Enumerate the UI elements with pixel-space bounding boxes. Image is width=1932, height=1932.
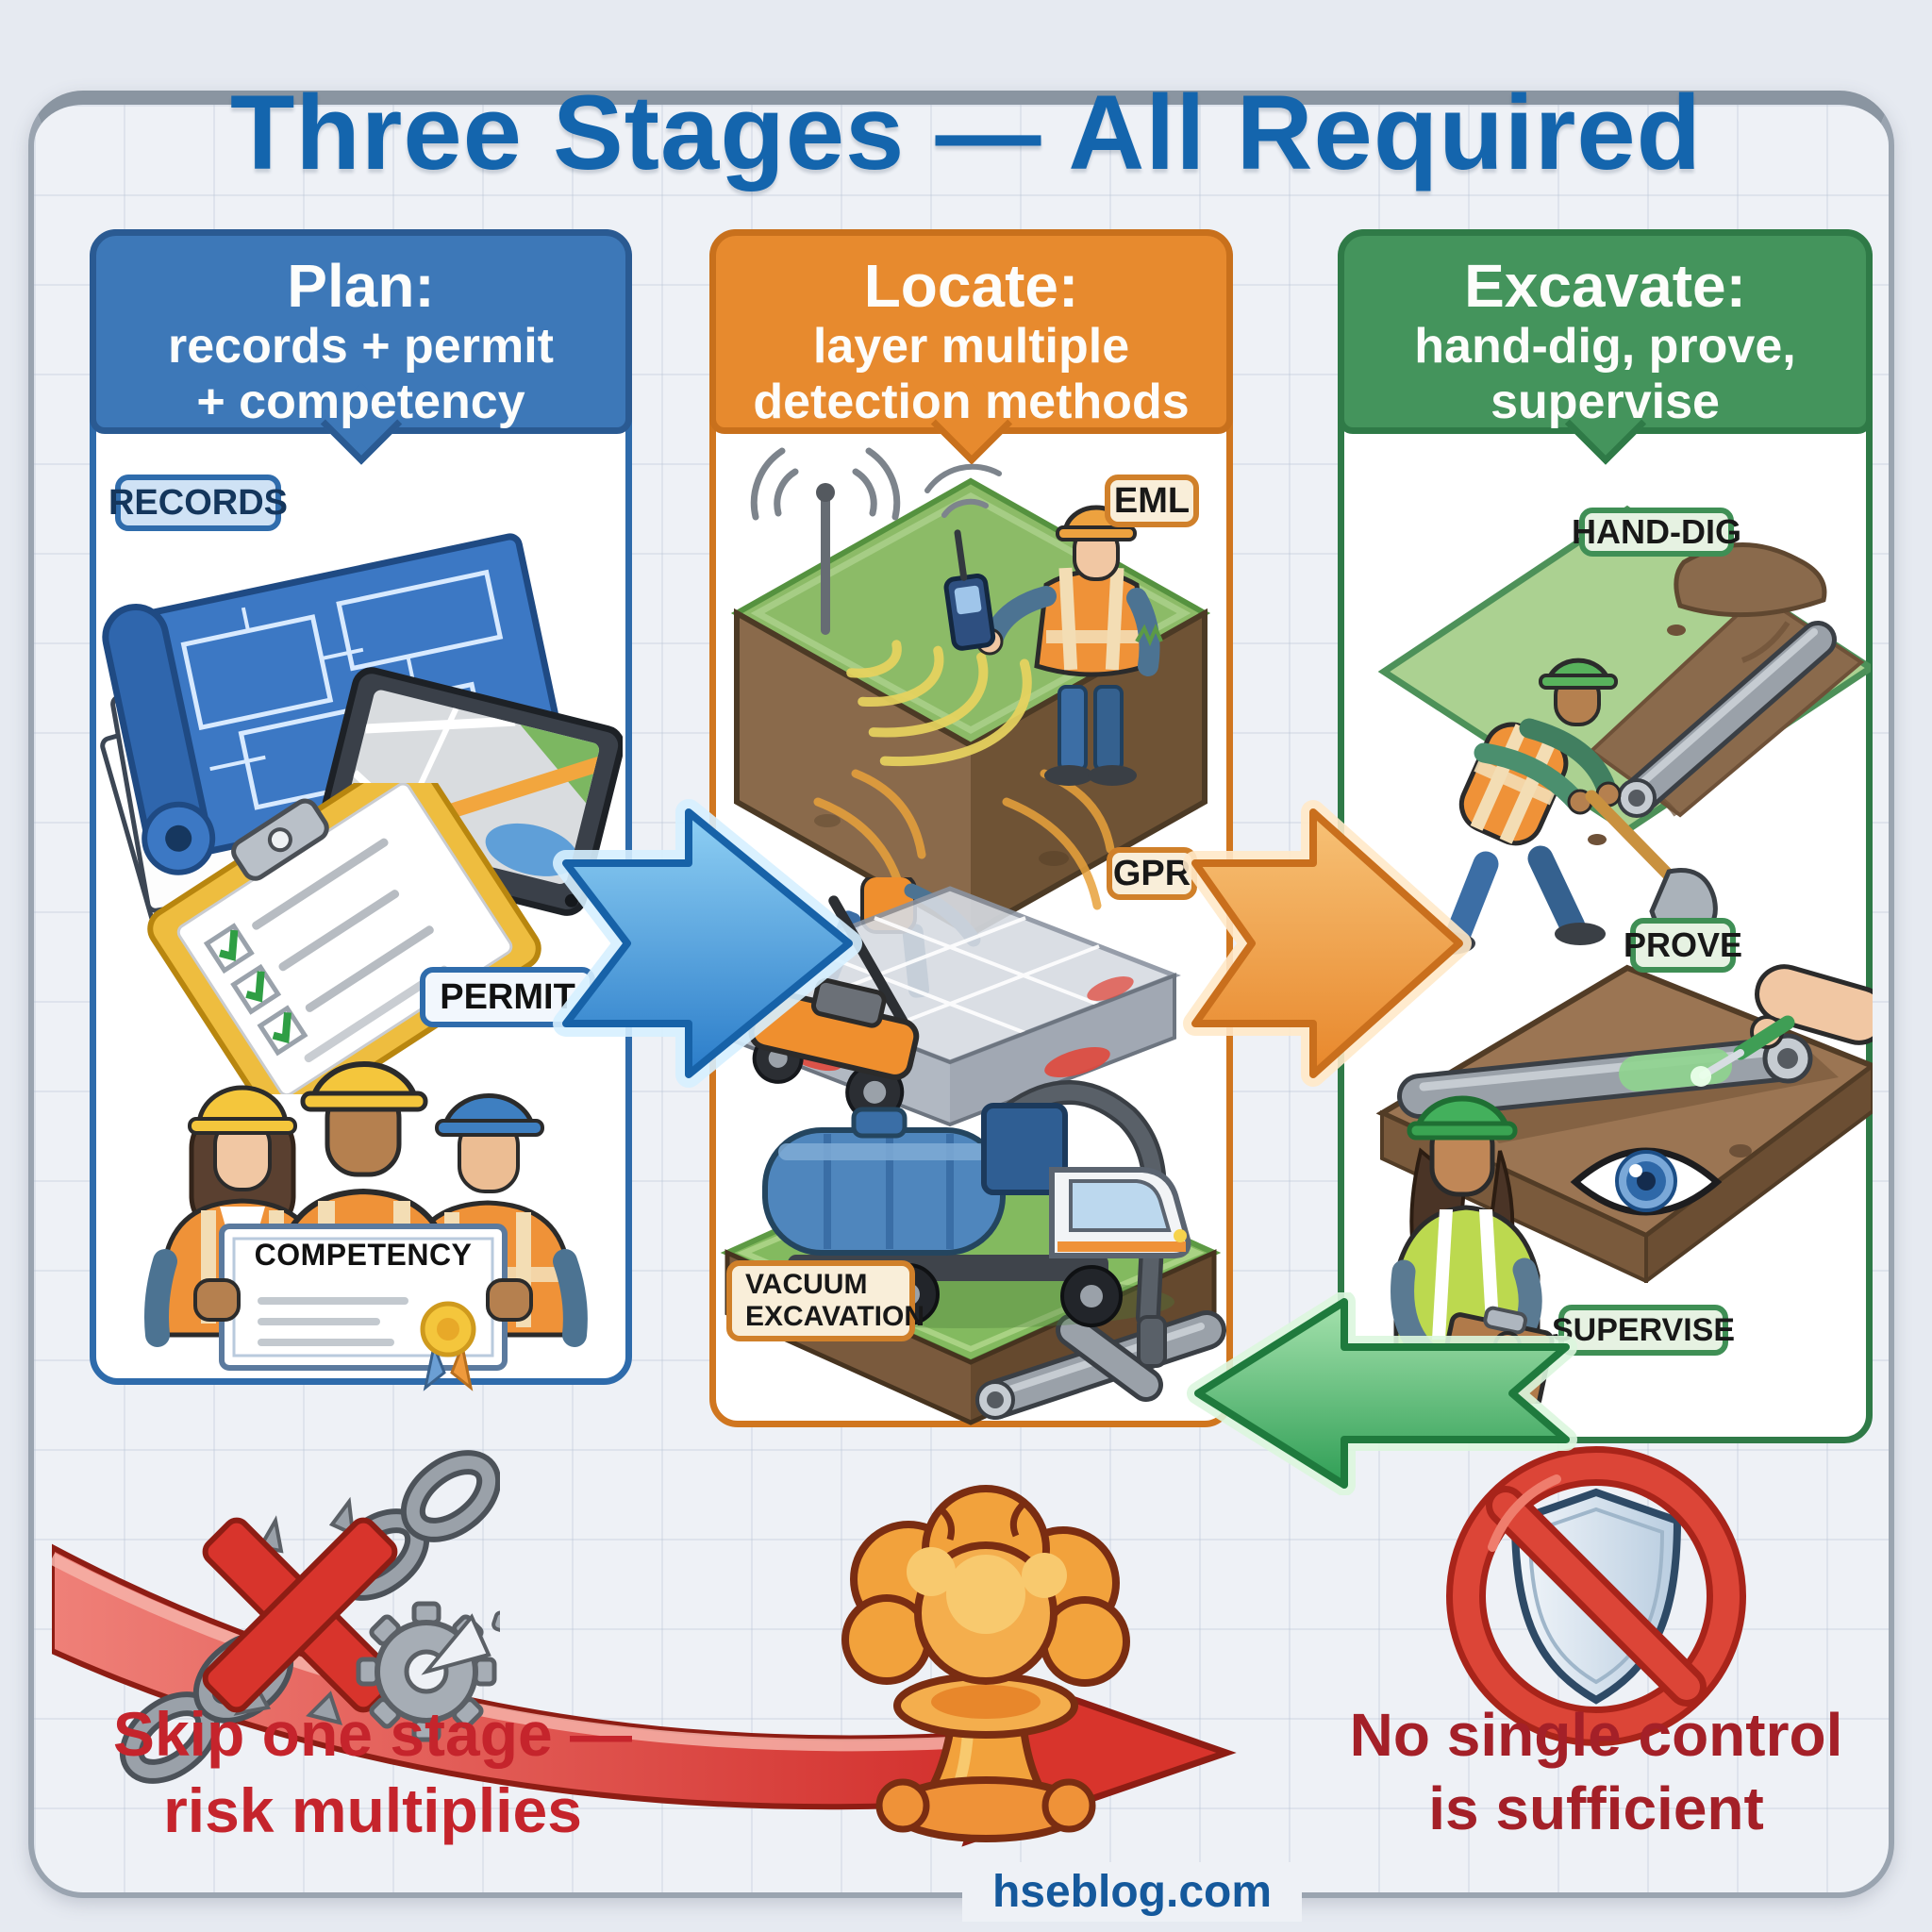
excavate-header: Excavate: hand-dig, prove, supervise — [1338, 229, 1873, 465]
eml-tag: EML — [1105, 475, 1199, 527]
plan-heading: Plan: — [287, 252, 435, 320]
excavate-subheading-2: supervise — [1491, 374, 1720, 429]
excavate-heading: Excavate: — [1464, 252, 1746, 320]
eye-icon — [1570, 1147, 1723, 1216]
vacuum-tag-line1: VACUUM — [745, 1269, 868, 1301]
locate-subheading-1: layer multiple — [812, 319, 1130, 375]
records-tag: RECORDS — [108, 475, 288, 531]
control-warning-text: No single control is sufficient — [1313, 1698, 1879, 1845]
hand-dig-shovel-icon — [1377, 505, 1871, 955]
broken-gear-icon — [356, 1601, 500, 1742]
skip-warning-line1: Skip one stage — — [112, 1699, 633, 1769]
checklist-clipboard-icon — [147, 783, 541, 1094]
competency-certificate-label: COMPETENCY — [254, 1238, 473, 1272]
no-shield-icon — [1446, 1446, 1746, 1746]
explosion-icon — [841, 1485, 1130, 1842]
locate-header: Locate: layer multiple detection methods — [709, 229, 1233, 465]
hand-dig-tag: HAND-DIG — [1572, 508, 1741, 557]
gpr-tag: GPR — [1107, 847, 1197, 900]
broken-chain-icon — [119, 1450, 500, 1784]
orange-arrow-icon — [1183, 800, 1472, 1087]
plan-subheading-1: records + permit — [168, 319, 554, 375]
vacuum-tag-line2: EXCAVATION — [745, 1301, 925, 1332]
prove-tag: PROVE — [1624, 918, 1742, 973]
green-arrow-icon — [1187, 1292, 1577, 1495]
footer-site-label: hseblog.com — [962, 1862, 1302, 1922]
blue-arrow-icon — [553, 799, 862, 1088]
excavate-subheading-1: hand-dig, prove, — [1414, 319, 1796, 375]
plan-header: Plan: records + permit + competency — [90, 229, 632, 465]
control-warning-line1: No single control — [1349, 1701, 1843, 1769]
skip-warning-text: Skip one stage — risk multiplies — [85, 1696, 660, 1848]
workers-certificate-icon — [144, 1061, 588, 1391]
red-x-icon — [202, 1517, 398, 1713]
skip-warning-line2: risk multiplies — [163, 1774, 582, 1845]
page-title: Three Stages — All Required — [229, 74, 1703, 192]
vacuum-excavation-tag: VACUUM EXCAVATION — [726, 1260, 924, 1341]
supervise-tag: SUPERVISE — [1552, 1305, 1735, 1356]
control-warning-line2: is sufficient — [1428, 1774, 1764, 1843]
locate-heading: Locate: — [863, 252, 1079, 320]
locate-subheading-2: detection methods — [753, 374, 1190, 429]
plan-subheading-2: + competency — [196, 374, 525, 429]
